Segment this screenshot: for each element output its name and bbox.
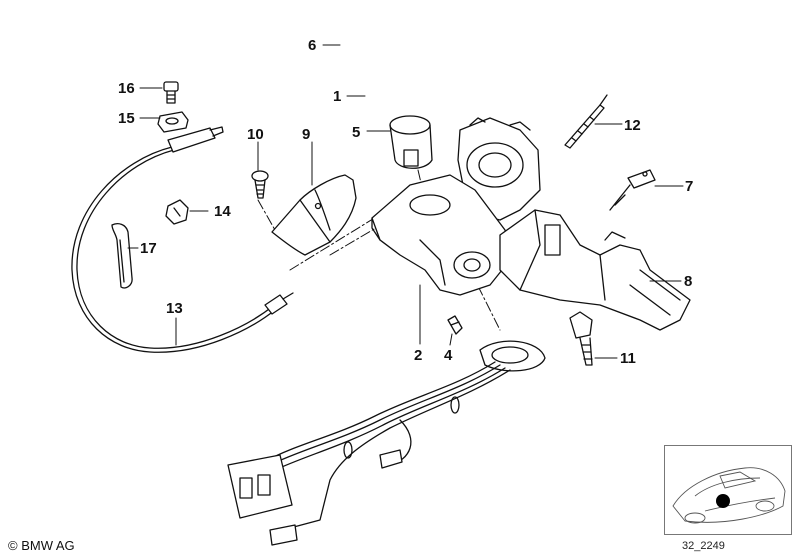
callout-14: 14 — [214, 203, 231, 220]
lock-bracket-part-2 — [371, 174, 511, 296]
vehicle-location-inset — [664, 445, 792, 535]
callout-7: 7 — [685, 178, 693, 195]
ignition-switch-part-8 — [499, 209, 691, 331]
clip-part-9 — [569, 311, 593, 366]
bolt-part-16 — [163, 81, 179, 104]
cover-part-10 — [271, 174, 357, 256]
callout-4: 4 — [444, 347, 453, 364]
callout-8: 8 — [684, 273, 692, 290]
callout-11: 10 — [247, 126, 264, 143]
callout-13: 13 — [166, 300, 183, 317]
callout-6: 6 — [308, 37, 316, 54]
figure-code: 32_2249 — [682, 540, 725, 552]
nut-part-15 — [157, 111, 189, 133]
callout-5: 5 — [352, 124, 360, 141]
callout-9: 11 — [620, 350, 636, 367]
location-marker — [716, 494, 730, 508]
pin-part-12 — [564, 94, 608, 149]
callout-10: 9 — [302, 126, 310, 143]
wiring-harness — [227, 340, 546, 546]
clip-part-14 — [165, 199, 189, 225]
screw-part-11 — [251, 170, 269, 199]
callout-16: 16 — [118, 80, 135, 97]
car-outline-icon — [672, 467, 786, 524]
spring-pin-part-4 — [447, 315, 463, 335]
bowden-cable-part-13 — [71, 126, 294, 353]
callout-12: 12 — [624, 117, 641, 134]
cable-clip-part-17 — [111, 223, 133, 289]
copyright-text: © BMW AG — [8, 538, 75, 553]
callout-1: 1 — [333, 88, 341, 105]
lock-cylinder-part-5 — [389, 115, 433, 169]
callout-15: 15 — [118, 110, 135, 127]
callout-2: 2 — [414, 347, 422, 364]
callout-17: 17 — [140, 240, 157, 257]
sensor-part-7 — [609, 169, 656, 211]
